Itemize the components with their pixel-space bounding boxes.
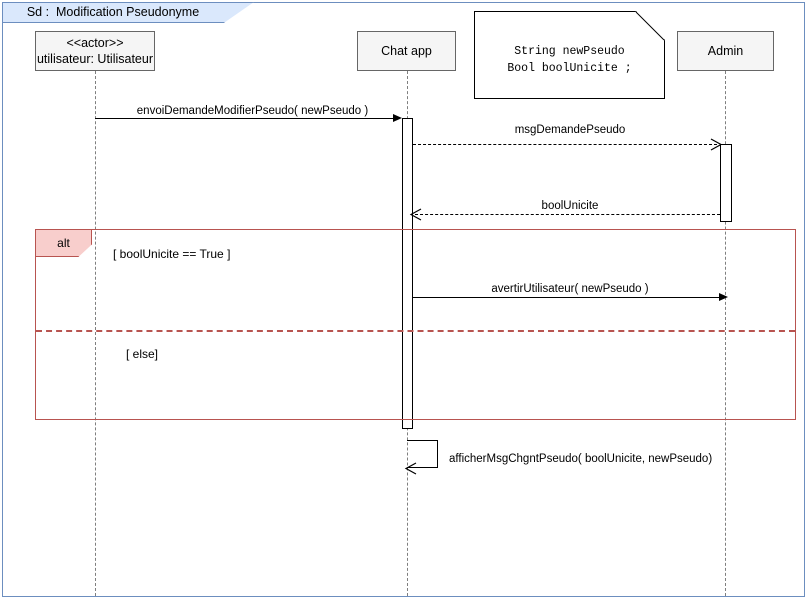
- self-message-loop-m5: [407, 440, 438, 468]
- message-line-m2: [413, 144, 717, 145]
- participant-utilisateur-label: utilisateur: Utilisateur: [36, 52, 153, 66]
- message-label-m2: msgDemandePseudo: [514, 124, 626, 136]
- lifeline-admin: [725, 71, 726, 596]
- alt-fragment-operator-label: alt: [57, 236, 70, 250]
- message-label-m5: afficherMsgChgntPseudo( boolUnicite, new…: [449, 453, 713, 465]
- participant-chatapp[interactable]: Chat app: [357, 31, 456, 71]
- sd-frame-title: Sd : Modification Pseudonyme: [26, 5, 200, 19]
- note-line-2: Bool boolUnicite ;: [507, 62, 632, 75]
- note-line-1: String newPseudo: [514, 45, 625, 58]
- alt-guard-1: [ boolUnicite == True ]: [113, 247, 231, 261]
- note-data-declarations: String newPseudo Bool boolUnicite ;: [474, 11, 665, 99]
- message-line-m1: [95, 118, 394, 119]
- message-label-m1: envoiDemandeModifierPseudo( newPseudo ): [136, 105, 369, 117]
- message-line-m4: [413, 297, 720, 298]
- message-arrowhead-m1: [393, 113, 402, 122]
- alt-fragment-operator-tab: alt: [35, 229, 92, 257]
- message-label-m3: boolUnicite: [541, 200, 599, 212]
- note-fold-corner: [635, 11, 665, 41]
- participant-utilisateur-stereotype: <<actor>>: [66, 36, 124, 50]
- participant-admin[interactable]: Admin: [677, 31, 774, 71]
- participant-utilisateur[interactable]: <<actor>> utilisateur: Utilisateur: [35, 31, 155, 71]
- alt-guard-2: [ else]: [126, 347, 159, 361]
- note-body: [474, 11, 665, 99]
- alt-operand-divider: [36, 330, 795, 332]
- activation-admin: [720, 144, 732, 222]
- participant-chatapp-label: Chat app: [381, 44, 432, 58]
- activation-chatapp: [402, 118, 413, 429]
- message-label-m4: avertirUtilisateur( newPseudo ): [491, 283, 649, 295]
- alt-fragment: [35, 229, 796, 420]
- lifeline-utilisateur: [95, 71, 96, 596]
- message-arrowhead-m4: [719, 292, 728, 301]
- participant-admin-label: Admin: [707, 44, 744, 58]
- message-line-m3: [415, 214, 720, 215]
